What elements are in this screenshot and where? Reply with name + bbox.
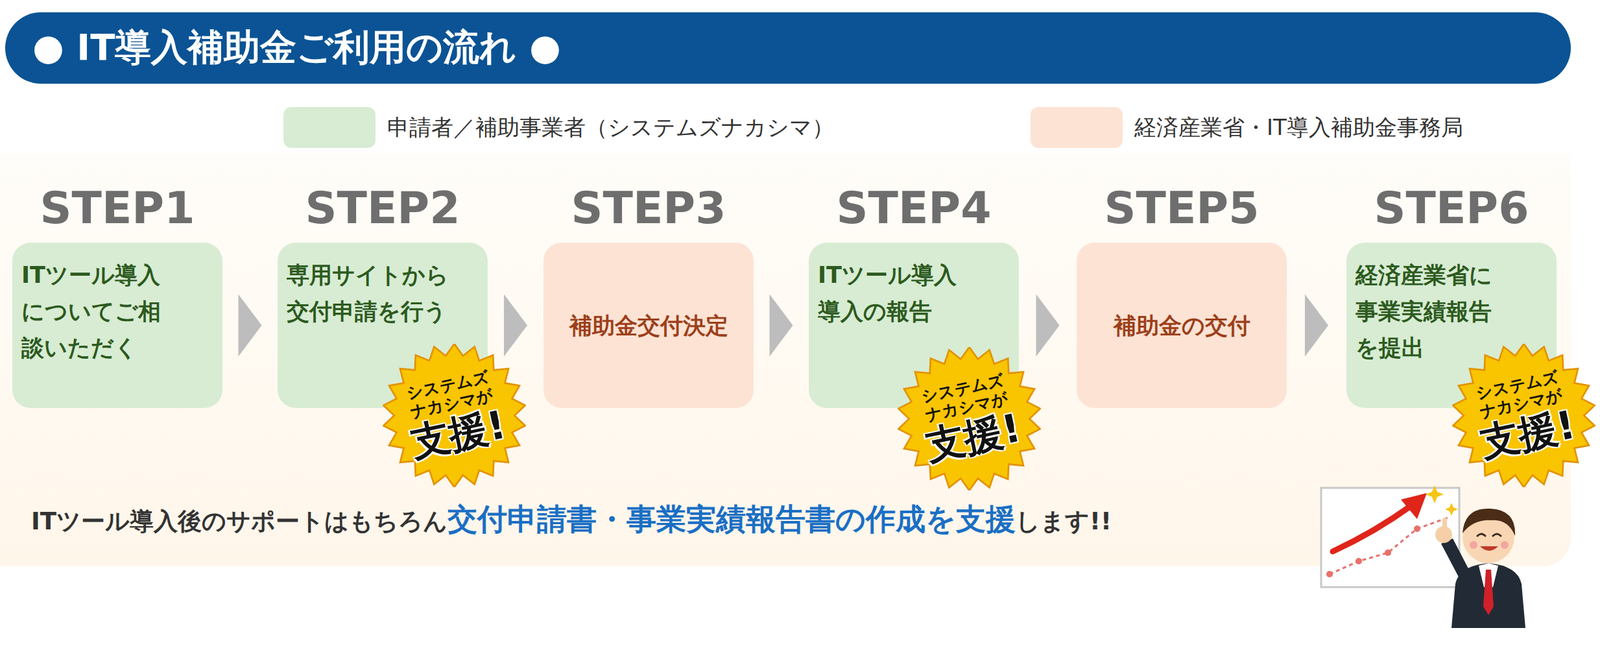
support-badge: システムズ ナカシマが支援! <box>897 346 1041 491</box>
box-text: ITツール導入 についてご相 談いただく <box>21 256 214 366</box>
starburst-shape <box>383 343 526 488</box>
title-band: ● IT導入補助金ご利用の流れ ● <box>5 12 1571 84</box>
note-text: ITツール導入後のサポートはもちろん <box>31 507 448 536</box>
chevron-arrow <box>1304 294 1329 357</box>
diagram-title: ● IT導入補助金ご利用の流れ ● <box>5 23 562 73</box>
rising-arrow <box>1332 504 1413 552</box>
step-label: STEP2 <box>277 182 488 234</box>
step-label: STEP6 <box>1346 182 1557 234</box>
note-line: ITツール導入後のサポートはもちろん交付申請書・事業実績報告書の作成を支援します… <box>31 499 1112 540</box>
sparkles <box>1425 485 1458 516</box>
legend-text: 経済産業省・IT導入補助金事務局 <box>1134 107 1464 148</box>
legend-swatch <box>1030 107 1123 148</box>
legend-swatch <box>283 107 376 148</box>
box-text: ITツール導入 導入の報告 <box>817 256 1010 330</box>
legend-text: 申請者／補助事業者（システムズナカシマ） <box>387 107 835 148</box>
starburst-shape <box>898 346 1041 491</box>
chevron-arrow <box>503 294 528 357</box>
box-text: 補助金の交付 <box>1113 307 1251 344</box>
arrow-head <box>1400 492 1427 519</box>
chevron-arrow <box>769 294 794 357</box>
step-box: STEP1ITツール導入 についてご相 談いただく <box>12 242 223 408</box>
chart-sheet <box>1321 487 1460 587</box>
support-badge: システムズ ナカシマが支援! <box>382 343 526 488</box>
chevron-arrow <box>1036 294 1060 357</box>
badge-content: システムズ ナカシマが支援! <box>369 330 539 501</box>
businessman <box>1435 508 1526 628</box>
step-label: STEP3 <box>543 182 754 234</box>
step-box: STEP5補助金の交付 <box>1076 242 1287 408</box>
note-text: します!! <box>1015 507 1112 536</box>
note-text: 交付申請書・事業実績報告書の作成を支援 <box>447 501 1016 537</box>
box-text: 専用サイトから 交付申請を行う <box>286 256 479 330</box>
box-text: 補助金交付決定 <box>569 307 729 344</box>
starburst-shape <box>1452 343 1595 488</box>
chevron-arrow <box>238 294 263 357</box>
step-label: STEP1 <box>12 182 223 234</box>
step-label: STEP5 <box>1076 182 1287 234</box>
step-label: STEP4 <box>808 182 1019 234</box>
step-box: STEP3補助金交付決定 <box>543 242 754 408</box>
badge-content: システムズ ナカシマが支援! <box>883 333 1054 504</box>
badge-content: システムズ ナカシマが支援! <box>1438 330 1600 501</box>
support-badge: システムズ ナカシマが支援! <box>1452 343 1596 488</box>
